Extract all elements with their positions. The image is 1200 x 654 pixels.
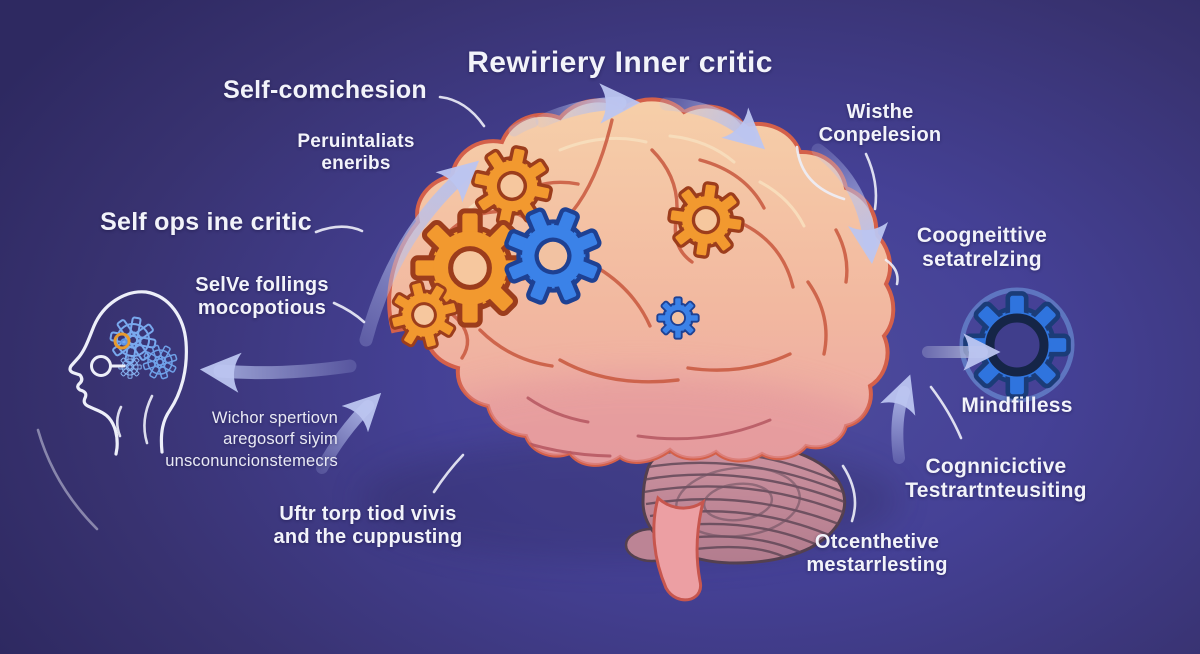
brain-illustration — [383, 97, 896, 602]
connector-line — [438, 95, 486, 128]
label-cognnicictive: Cognnicictive Testrartnteusiting — [905, 455, 1087, 503]
flow-arrow — [199, 352, 357, 393]
label-uftr: Uftr torp tiod vivis and the cuppusting — [273, 503, 463, 549]
connector-line — [884, 258, 899, 286]
flow-arrows — [199, 83, 1001, 474]
head-profile-icon — [68, 290, 188, 456]
connector-line — [332, 301, 366, 324]
label-wichor: Wichor spertiovn aregosorf siyim unsconu… — [165, 409, 338, 470]
label-otcenthetive: Otcenthetive mestarrlesting — [806, 531, 948, 577]
mindfulness-gear-icon — [959, 287, 1075, 403]
connector-line — [864, 152, 878, 211]
flow-arrow — [880, 374, 916, 464]
connector-line — [143, 394, 154, 445]
flow-arrow — [508, 116, 539, 137]
connector-lines — [36, 95, 963, 531]
connector-line — [115, 405, 123, 438]
connector-line — [929, 385, 963, 440]
connector-line — [841, 464, 857, 523]
brain-stem — [652, 495, 706, 602]
label-selve-follings: SelVe follings mocopotious — [195, 274, 329, 320]
brain-texture — [389, 118, 894, 465]
label-self-ops: Self ops ine critic — [100, 208, 312, 236]
flow-arrow — [659, 97, 766, 150]
label-coogneittive: Coogneittive setatrelzing — [916, 224, 1048, 272]
connector-line — [36, 428, 99, 531]
flow-arrow — [811, 143, 889, 265]
label-wisthe: Wisthe Conpelesion — [818, 101, 942, 147]
flow-arrow — [535, 83, 641, 128]
connector-line — [314, 225, 364, 234]
label-peruintaliats: Peruintaliats eneribs — [297, 131, 415, 175]
flow-arrow — [359, 160, 480, 347]
label-self-comchesion: Self-comchesion — [223, 76, 427, 104]
page-title: Rewiriery Inner critic — [467, 46, 773, 79]
label-mindfilless: Mindfilless — [961, 394, 1073, 417]
gear-icon — [657, 297, 699, 339]
connector-line — [432, 453, 465, 494]
connector-line — [795, 145, 846, 201]
flow-arrow — [316, 392, 382, 474]
